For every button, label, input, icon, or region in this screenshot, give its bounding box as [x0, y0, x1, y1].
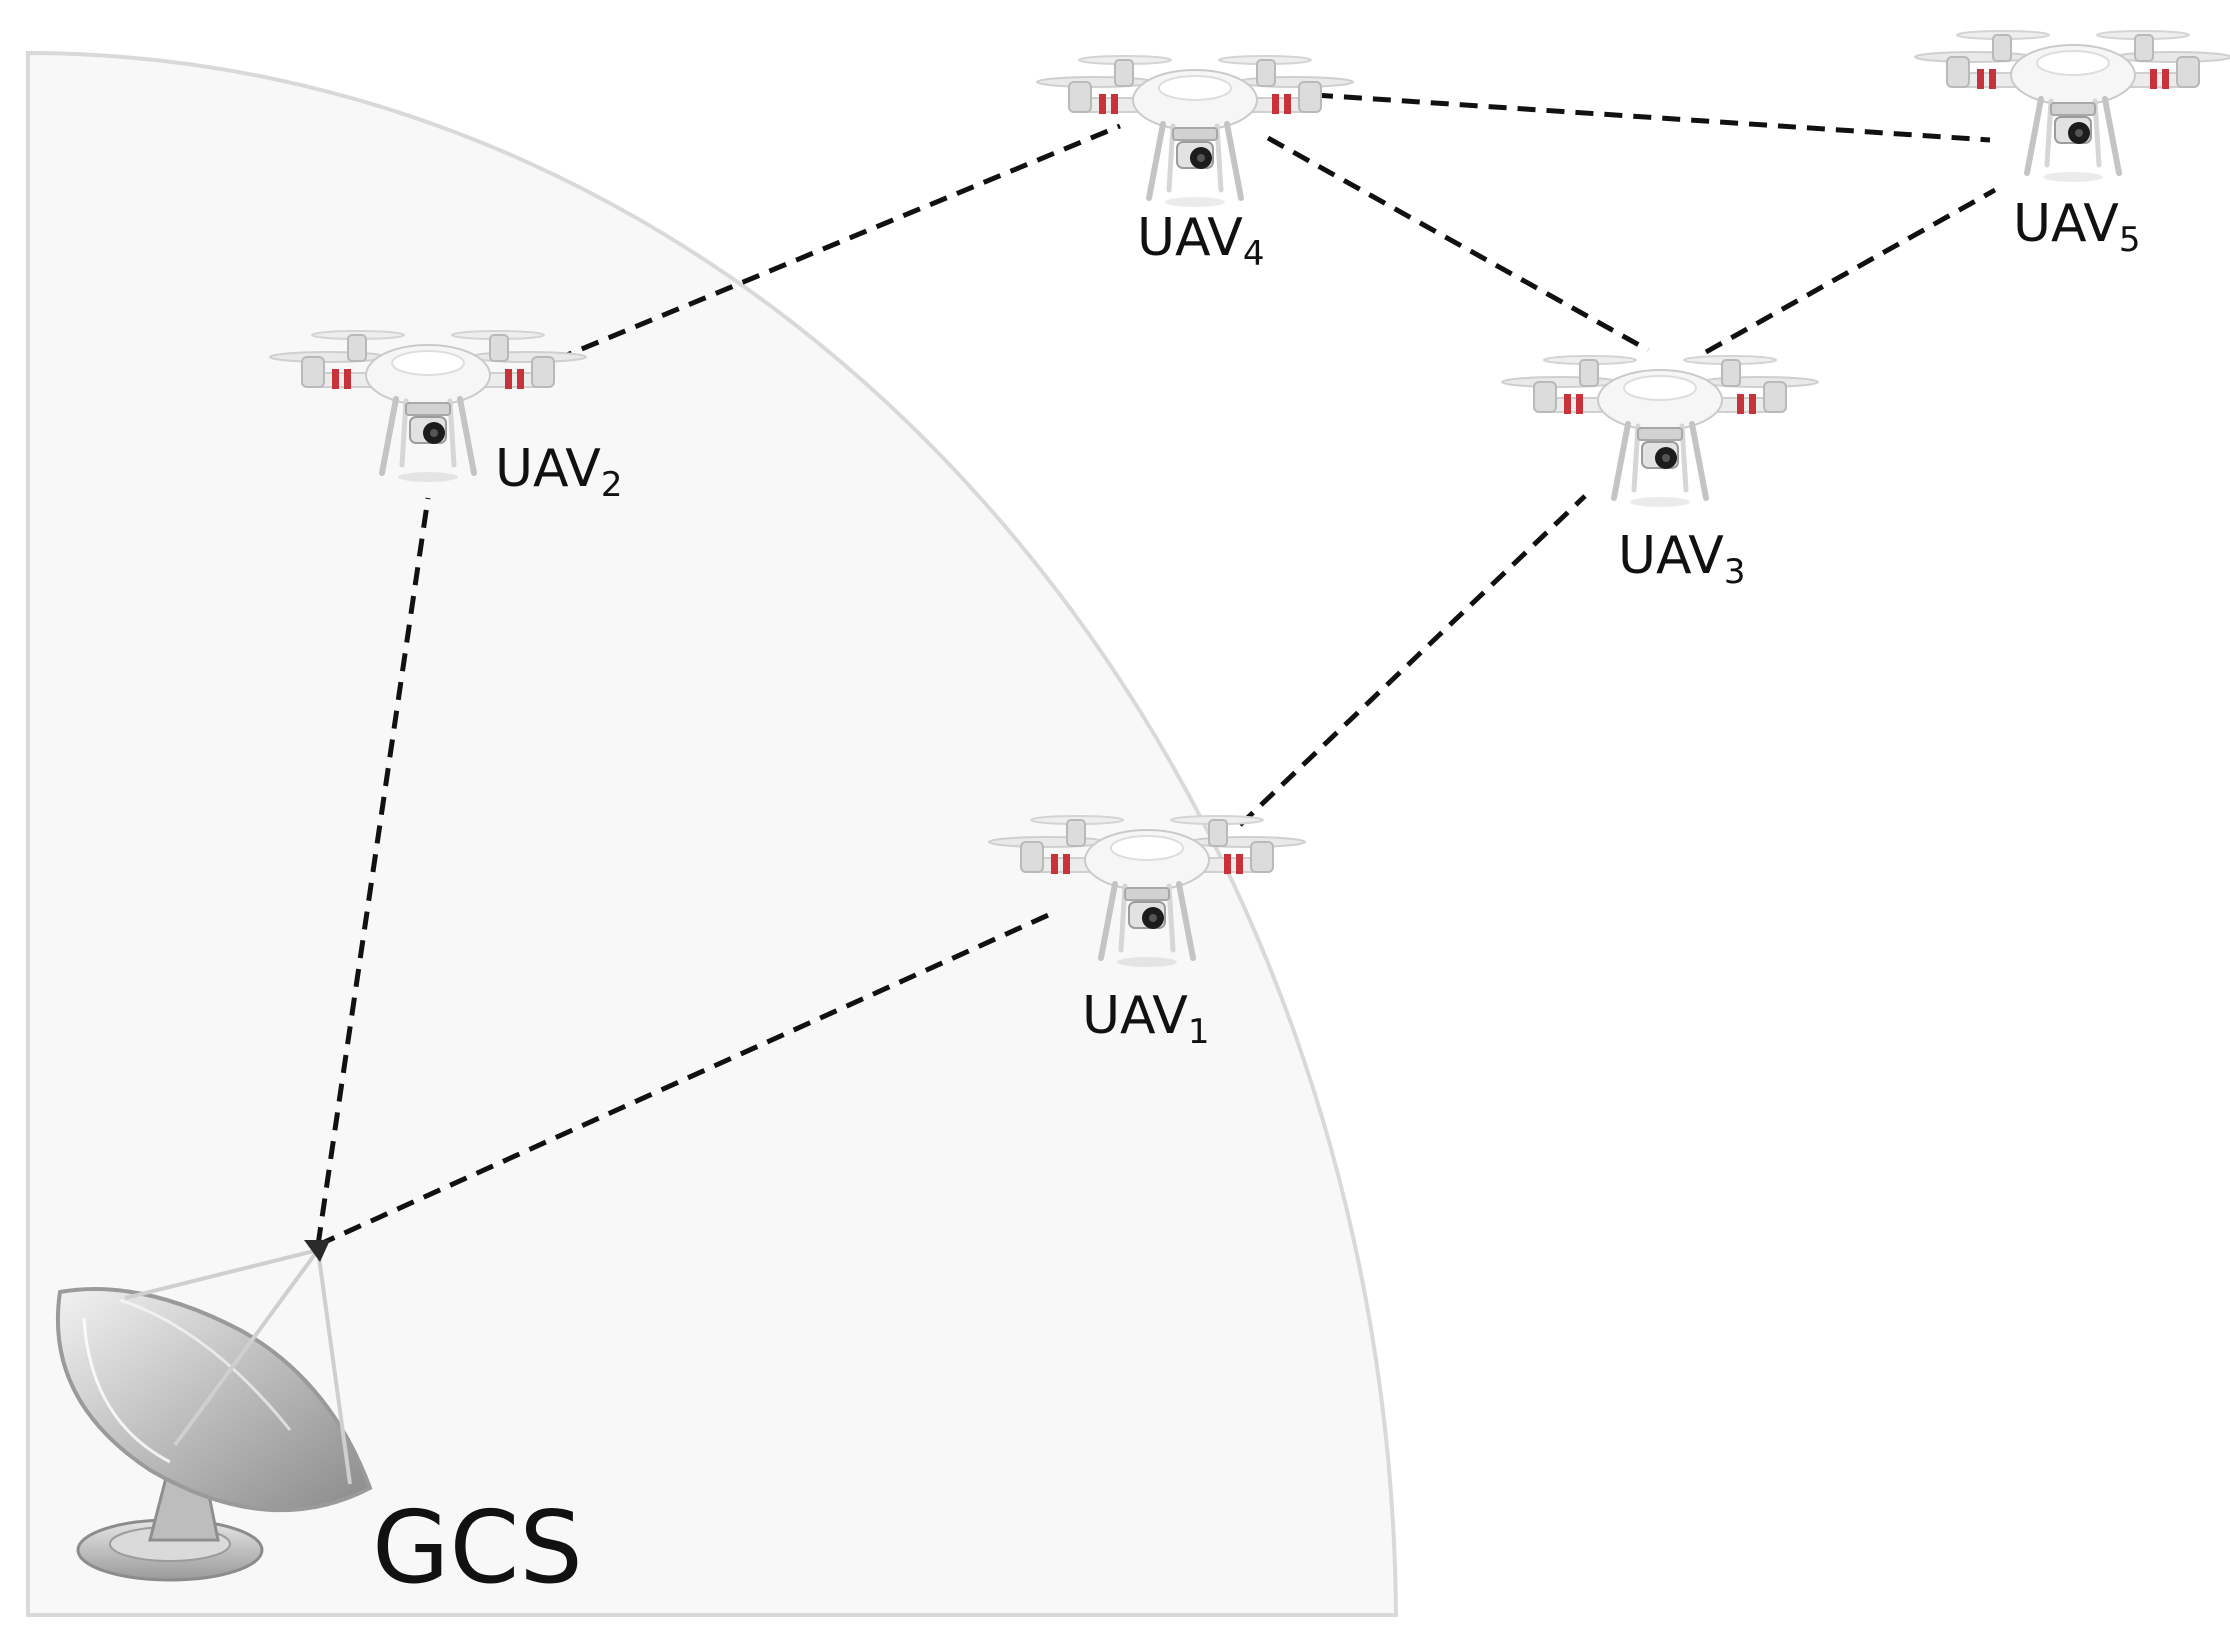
- link-uav1-uav3: [1238, 494, 1587, 827]
- link-uav4-uav5: [1314, 92, 1991, 143]
- uav1-label: UAV1: [1082, 986, 1210, 1052]
- uav3-drone-icon: [1502, 356, 1818, 507]
- uav5-drone-icon: [1915, 31, 2230, 182]
- gcs-label: GCS: [372, 1489, 583, 1606]
- gcs-coverage-area: [26, 50, 1399, 1617]
- uav3-label: UAV3: [1618, 526, 1746, 592]
- link-gcs-uav2: [315, 497, 431, 1246]
- uav4-drone-icon: [1037, 56, 1353, 207]
- uav5-label: UAV5: [2013, 194, 2141, 260]
- link-uav4-uav3: [1266, 135, 1650, 353]
- uav2-label: UAV2: [495, 439, 623, 505]
- uav4-label: UAV4: [1137, 208, 1265, 274]
- link-uav2-uav4: [554, 123, 1121, 363]
- satellite-dish-icon: [55, 1240, 373, 1582]
- link-uav3-uav5: [1704, 187, 1997, 355]
- link-gcs-uav1: [316, 909, 1057, 1248]
